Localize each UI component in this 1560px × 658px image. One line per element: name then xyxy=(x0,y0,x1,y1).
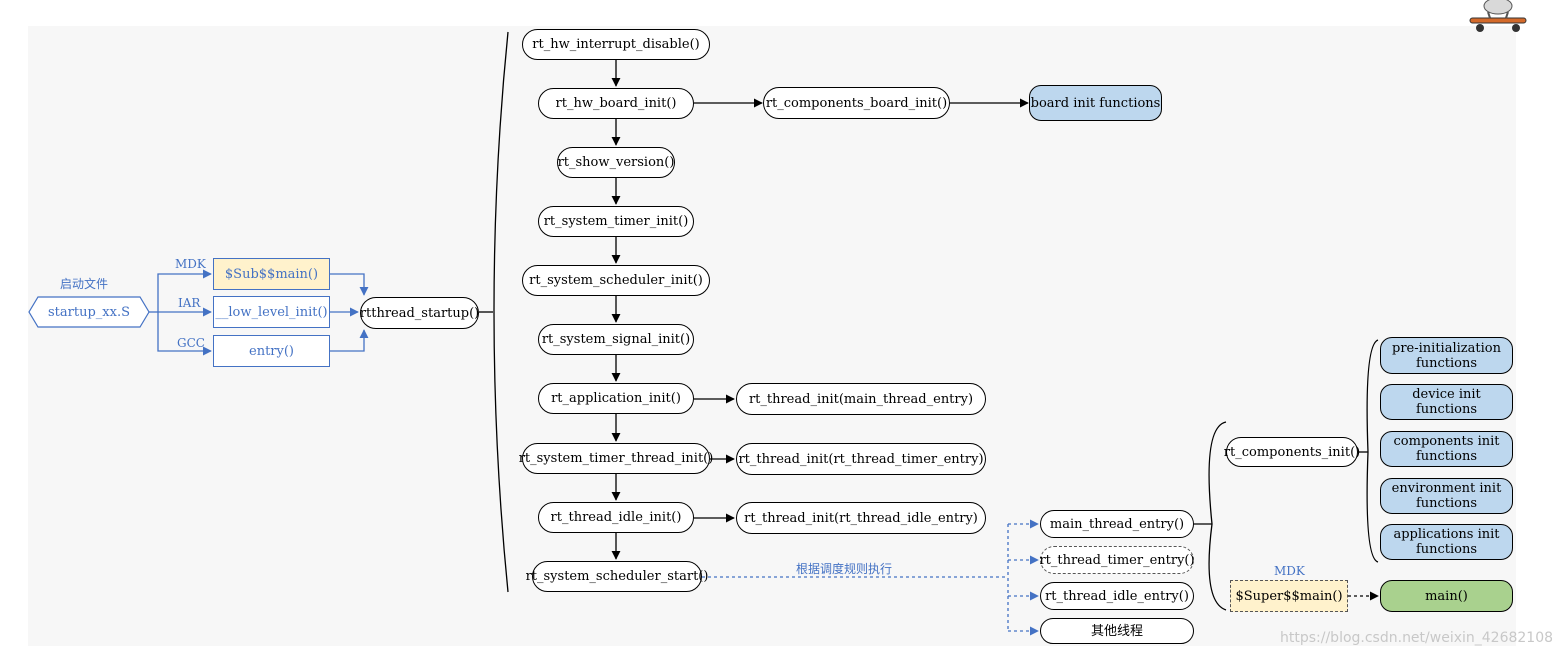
step-scheduler-init: rt_system_scheduler_init() xyxy=(522,265,710,296)
toolchain-label-mdk: MDK xyxy=(175,257,206,271)
step-scheduler-start: rt_system_scheduler_start() xyxy=(526,561,708,592)
entry-sub-main: $Sub$$main() xyxy=(213,258,330,290)
startup-connectors xyxy=(148,269,369,356)
board-init-functions: board init functions xyxy=(1029,85,1162,121)
step-board-init: rt_hw_board_init() xyxy=(538,88,694,119)
step-application-init: rt_application_init() xyxy=(538,383,694,414)
startup-group-label: 启动文件 xyxy=(60,277,109,291)
thread-init-idle: rt_thread_init(rt_thread_idle_entry) xyxy=(736,502,986,534)
main-function: main() xyxy=(1380,580,1513,612)
thread-others: 其他线程 xyxy=(1040,618,1194,644)
thread-init-timer: rt_thread_init(rt_thread_timer_entry) xyxy=(736,443,986,475)
toolchain-label-gcc: GCC xyxy=(177,336,205,350)
entry-low-level-init: __low_level_init() xyxy=(213,296,330,328)
components-board-init: rt_components_board_init() xyxy=(763,87,950,119)
step-signal-init: rt_system_signal_init() xyxy=(538,324,694,355)
thread-init-main: rt_thread_init(main_thread_entry) xyxy=(736,383,986,415)
toolchain-label-iar: IAR xyxy=(178,296,201,310)
step-system-timer-init: rt_system_timer_init() xyxy=(538,206,694,237)
init-level-components: components init functions xyxy=(1380,431,1513,467)
components-brace xyxy=(1366,339,1379,563)
components-init: rt_components_init() xyxy=(1224,437,1360,467)
step-timer-thread-init: rt_system_timer_thread_init() xyxy=(519,443,713,474)
init-level-environment: environment init functions xyxy=(1380,478,1513,514)
watermark-url: https://blog.csdn.net/weixin_42682108 xyxy=(1280,630,1554,646)
thread-idle-entry: rt_thread_idle_entry() xyxy=(1040,582,1194,610)
sequence-brace xyxy=(493,31,509,593)
startup-file-shape xyxy=(28,296,150,328)
rtthread-startup: rtthread_startup() xyxy=(360,297,479,329)
step-interrupt-disable: rt_hw_interrupt_disable() xyxy=(522,29,710,60)
startup-file: startup_xx.S xyxy=(48,304,130,320)
super-mdk-label: MDK xyxy=(1274,564,1305,578)
thread-brace xyxy=(1208,421,1227,611)
init-level-pre: pre-initialization functions xyxy=(1380,337,1513,374)
super-main: $Super$$main() xyxy=(1230,580,1348,612)
scheduler-rule-label: 根据调度规则执行 xyxy=(796,562,893,576)
init-level-device: device init functions xyxy=(1380,384,1513,420)
skateboard-logo-icon xyxy=(1469,0,1527,32)
side-arrows xyxy=(694,98,1029,523)
thread-main-entry: main_thread_entry() xyxy=(1040,510,1194,538)
init-level-applications: applications init functions xyxy=(1380,524,1513,560)
scheduler-connectors xyxy=(702,519,1039,636)
thread-timer-entry: rt_thread_timer_entry() xyxy=(1039,546,1195,574)
step-show-version: rt_show_version() xyxy=(557,147,675,178)
entry-gcc: entry() xyxy=(213,335,330,367)
step-idle-init: rt_thread_idle_init() xyxy=(538,502,694,533)
